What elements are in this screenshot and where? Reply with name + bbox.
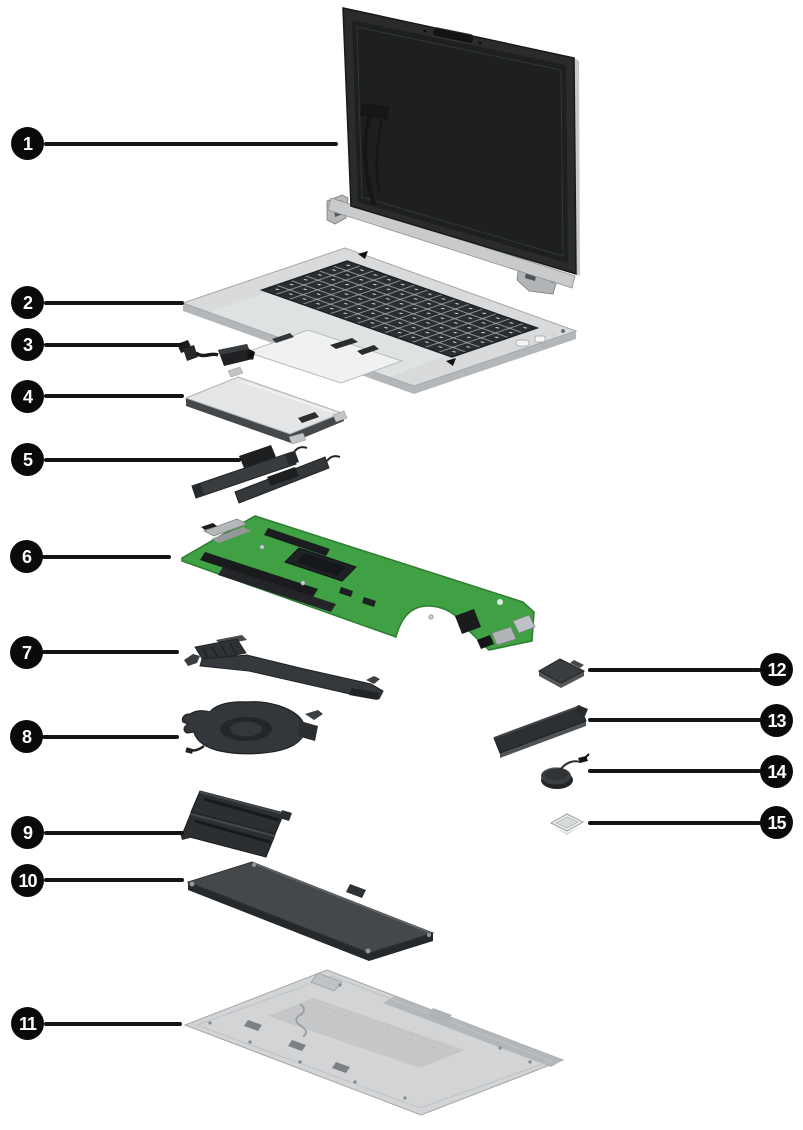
side-ports bbox=[515, 329, 565, 347]
leader-line-4 bbox=[44, 394, 184, 398]
callout-10: 10 bbox=[11, 864, 44, 897]
power-connector-cable-illustration bbox=[177, 340, 255, 366]
leader-line-11 bbox=[44, 1022, 182, 1026]
callout-15: 15 bbox=[760, 806, 793, 839]
callout-8: 8 bbox=[10, 720, 43, 753]
leader-line-8 bbox=[42, 735, 179, 739]
top-cover-keyboard-illustration bbox=[181, 247, 578, 394]
callout-1: 1 bbox=[11, 127, 44, 160]
rtc-battery-illustration bbox=[541, 753, 590, 789]
speakers-illustration bbox=[191, 445, 341, 504]
callout-2: 2 bbox=[11, 286, 44, 319]
leader-line-13 bbox=[588, 718, 761, 722]
leader-line-6 bbox=[42, 555, 171, 559]
leader-line-2 bbox=[44, 301, 184, 305]
callout-3: 3 bbox=[11, 328, 44, 361]
fan-illustration bbox=[181, 701, 323, 755]
callout-6: 6 bbox=[10, 540, 43, 573]
leader-line-1 bbox=[44, 142, 338, 146]
ssd-shields-illustration bbox=[180, 790, 292, 858]
callout-4: 4 bbox=[11, 380, 44, 413]
keyboard bbox=[259, 260, 540, 358]
leader-line-12 bbox=[588, 668, 761, 672]
memory-card-illustration bbox=[549, 813, 585, 835]
leader-line-10 bbox=[44, 878, 184, 882]
battery-illustration bbox=[186, 861, 435, 961]
leader-line-3 bbox=[44, 343, 183, 347]
callout-7: 7 bbox=[10, 636, 43, 669]
callout-12: 12 bbox=[760, 653, 793, 686]
display-assembly-illustration bbox=[326, 7, 580, 295]
solid-state-drive-illustration bbox=[493, 705, 588, 758]
leader-line-9 bbox=[44, 831, 184, 835]
system-board-illustration bbox=[181, 515, 536, 651]
callout-11: 11 bbox=[11, 1007, 44, 1040]
leader-line-7 bbox=[42, 650, 179, 654]
callout-9: 9 bbox=[11, 816, 44, 849]
heat-sink-illustration bbox=[184, 635, 384, 700]
leader-line-15 bbox=[588, 821, 761, 825]
display-cable bbox=[360, 103, 390, 205]
bottom-cover-illustration bbox=[183, 969, 565, 1116]
webcam-slot bbox=[431, 27, 475, 44]
leader-line-14 bbox=[588, 769, 761, 773]
wlan-module-illustration bbox=[537, 658, 586, 688]
callout-5: 5 bbox=[11, 443, 44, 476]
callout-14: 14 bbox=[760, 755, 793, 788]
callout-13: 13 bbox=[760, 704, 793, 737]
leader-line-5 bbox=[44, 458, 241, 462]
touchpad-illustration bbox=[184, 366, 348, 445]
